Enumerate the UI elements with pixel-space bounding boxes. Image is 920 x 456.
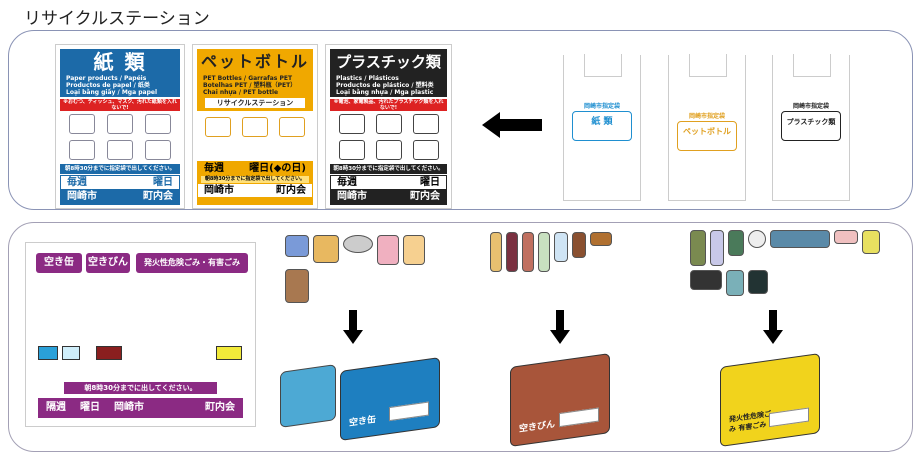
poster-header-hazardous: 発火性危険ごみ・有害ごみ <box>136 253 248 273</box>
poster-heading: 紙 類 <box>93 50 147 74</box>
paper-designated-bag: 岡崎市指定袋紙 類 <box>563 54 641 201</box>
poster-heading: プラスチック類 <box>336 53 441 71</box>
item-illustrations <box>203 117 307 157</box>
bottles-illustration <box>490 232 615 272</box>
cans-container: 空き缶 <box>340 356 440 442</box>
poster-note: 朝8時30分までに指定袋で出してください。 <box>60 164 180 174</box>
arrow-down-icon <box>763 310 783 344</box>
arrow-down-icon <box>550 310 570 344</box>
item-illustrations <box>66 114 174 160</box>
arrow-down-icon <box>343 310 363 344</box>
poster-header-cans: 空き缶 <box>36 253 82 273</box>
bottles-container: 空きびん <box>510 352 610 448</box>
poster-heading: ペットボトル <box>200 52 309 71</box>
poster-warning: ※電池、家電製品、汚れたプラスチック類を入れないで! <box>330 99 447 111</box>
cans-bottles-hazardous-poster: 空き缶 空きびん 発火性危険ごみ・有害ごみ 朝8時30分までに出してください。 … <box>25 242 256 427</box>
poster-footer: 隔週曜日岡崎市町内会 <box>38 398 243 418</box>
poster-note-bottom: 朝8時30分までに出してください。 <box>64 382 217 394</box>
container-collection-panel <box>8 222 913 452</box>
poster-header-bottles: 空きびん <box>86 253 130 273</box>
hazardous-container: 発火性危険ごみ 有害ごみ <box>720 352 820 448</box>
pet-designated-bag: 岡崎市指定袋ペットボトル <box>668 54 746 201</box>
poster-banner: リサイクルステーション <box>205 98 305 108</box>
page-title: リサイクルステーション <box>24 9 210 29</box>
hazardous-items-illustration <box>690 230 915 296</box>
poster-note-pet: 朝8時30分までに指定袋で出してください。 <box>201 176 309 183</box>
small-can-net-container <box>280 364 336 428</box>
arrow-left-icon <box>482 112 542 138</box>
plastics-designated-bag: 岡崎市指定袋プラスチック類 <box>772 54 850 201</box>
bag-collection-panel <box>8 30 913 210</box>
cans-illustration <box>285 235 435 303</box>
poster-warning: ※おむつ、ティッシュ、マスク、汚れた紙類を入れないで! <box>60 99 180 111</box>
item-illustrations <box>336 114 441 160</box>
poster-note: 朝8時30分までに指定袋で出してください。 <box>330 164 447 174</box>
